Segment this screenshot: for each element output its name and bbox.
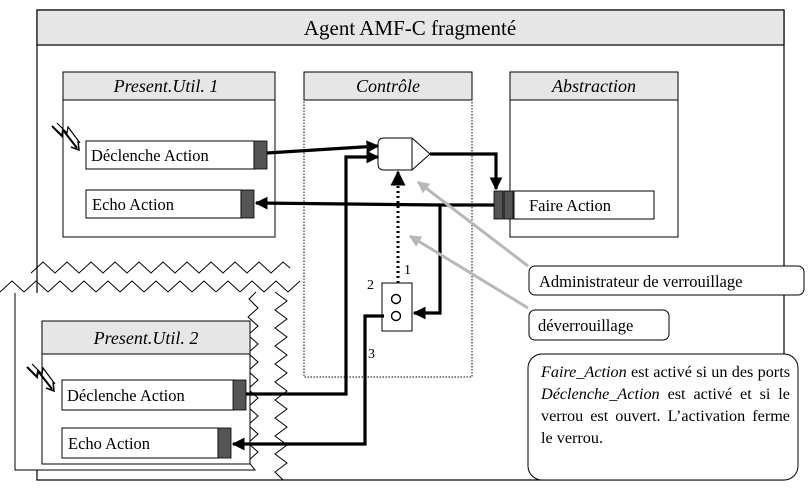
- faire-action-port-right: [503, 190, 514, 220]
- callout-arrow-deverrouillage: [408, 234, 529, 310]
- faire-action-box: [513, 190, 655, 220]
- agent-title: Agent AMF-C fragmenté: [304, 16, 516, 40]
- echo-action-1-box: [85, 189, 242, 219]
- abstraction-panel: Abstraction Faire Action: [493, 71, 679, 238]
- arrow-to-echo1: [254, 196, 441, 210]
- arrow-to-echo2: [231, 314, 384, 451]
- arrow-faire-to-lock: [412, 203, 494, 320]
- declenche-action-1-box: [85, 140, 255, 170]
- declenche-action-1-port: [253, 140, 268, 170]
- lock-administrator-gate: [377, 137, 431, 171]
- faire-action-port-left: [493, 190, 504, 220]
- echo-action-1-label: Echo Action: [92, 195, 174, 214]
- present-util-1-panel: Present.Util. 1 Déclenche Action Echo Ac…: [62, 71, 276, 238]
- callout-arrows: [408, 180, 529, 310]
- callout-deverrouillage-text: déverrouillage: [538, 316, 633, 335]
- declenche-action-2-box: [61, 379, 235, 411]
- arrow-label-2: 2: [367, 278, 374, 293]
- declenche-action-1-label: Déclenche Action: [91, 146, 209, 165]
- arrow-declenche2-to-gate: [246, 150, 380, 396]
- present-util-2-fragment: Present.Util. 2 Déclenche Action Echo Ac…: [14, 291, 259, 471]
- arrow-label-1: 1: [404, 263, 411, 278]
- callout-administrateur: Administrateur de verrouillage: [528, 265, 805, 296]
- callout-arrow-administrateur: [417, 180, 529, 268]
- note-declenche-action: Déclenche_Action: [541, 385, 660, 403]
- callout-administrateur-text: Administrateur de verrouillage: [539, 272, 742, 291]
- fragment-right-edge: [274, 291, 288, 481]
- echo-action-2-box: [61, 427, 219, 459]
- declenche-action-2-label: Déclenche Action: [67, 386, 185, 405]
- note-faire-action: Faire_Action: [541, 363, 627, 381]
- arrow-gate-to-faire: [430, 152, 503, 191]
- callout-deverrouillage: déverrouillage: [528, 309, 670, 341]
- echo-action-2-label: Echo Action: [68, 434, 150, 453]
- present-util-1-title: Present.Util. 1: [113, 76, 219, 96]
- echo-action-2-port: [217, 427, 232, 459]
- fragment-edges: [0, 261, 301, 293]
- declenche-action-2-port: [232, 379, 247, 411]
- user-trigger-2-icon: [26, 363, 56, 393]
- connections: [231, 140, 503, 451]
- controle-title: Contrôle: [356, 76, 420, 96]
- note-frame: [527, 353, 799, 481]
- abstraction-title: Abstraction: [551, 76, 636, 96]
- note-text-part2: est activé si un des ports: [626, 363, 790, 381]
- note-text-part4: est activé et si le verrou est ouvert. L…: [541, 385, 790, 447]
- note-text: Faire_Action est activé si un des ports …: [528, 354, 798, 480]
- arrow-declenche1-to-gate: [266, 140, 380, 155]
- present-util-2-title: Present.Util. 2: [93, 328, 199, 348]
- echo-action-1-port: [240, 189, 255, 219]
- arrow-label-3: 3: [368, 347, 375, 362]
- lock-icon: [381, 282, 413, 332]
- user-trigger-1-icon: [51, 122, 81, 152]
- faire-action-label: Faire Action: [529, 196, 611, 215]
